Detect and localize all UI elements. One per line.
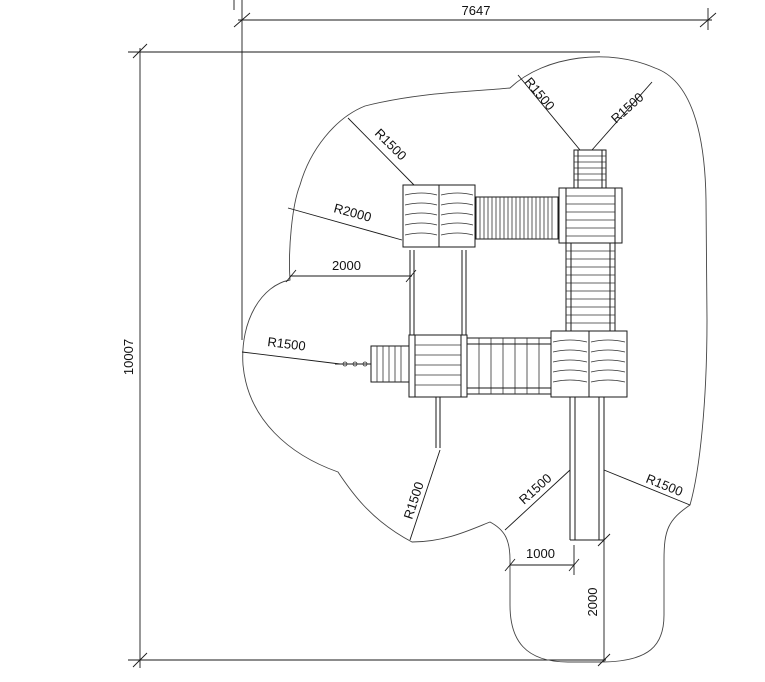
- right-bridge: [565, 242, 616, 332]
- radius-label-top-left: R1500: [372, 126, 410, 164]
- top-left-tower: [402, 184, 476, 248]
- linear-dimensions: [285, 269, 611, 667]
- top-ladder: [573, 149, 607, 189]
- crawl-tube: [475, 196, 559, 240]
- play-structure: [335, 149, 628, 541]
- bottom-bridge: [466, 337, 552, 395]
- slide-exit-length-label: 2000: [585, 588, 600, 617]
- side-net-ladder: [335, 345, 410, 383]
- bottom-right-tower: [550, 330, 628, 398]
- overall-width-label: 7647: [462, 3, 491, 18]
- top-right-tower: [558, 187, 623, 244]
- radius-leaders: [241, 74, 691, 541]
- radius-label-left-middle: R1500: [267, 334, 307, 354]
- radius-label-top-right: R1500: [608, 89, 647, 126]
- radius-label-left-upper: R2000: [332, 200, 373, 224]
- bottom-left-tower: [408, 334, 468, 398]
- overall-dimensions: [128, 0, 717, 668]
- slide-exit: [569, 397, 605, 541]
- overall-height-label: 10007: [121, 339, 136, 375]
- safety-zone-outline: [242, 56, 708, 663]
- slide-exit-width-label: 1000: [526, 546, 555, 561]
- fire-pole: [435, 397, 441, 448]
- radius-label-top-center: R1500: [522, 74, 558, 113]
- left-clearance-label: 2000: [332, 258, 361, 273]
